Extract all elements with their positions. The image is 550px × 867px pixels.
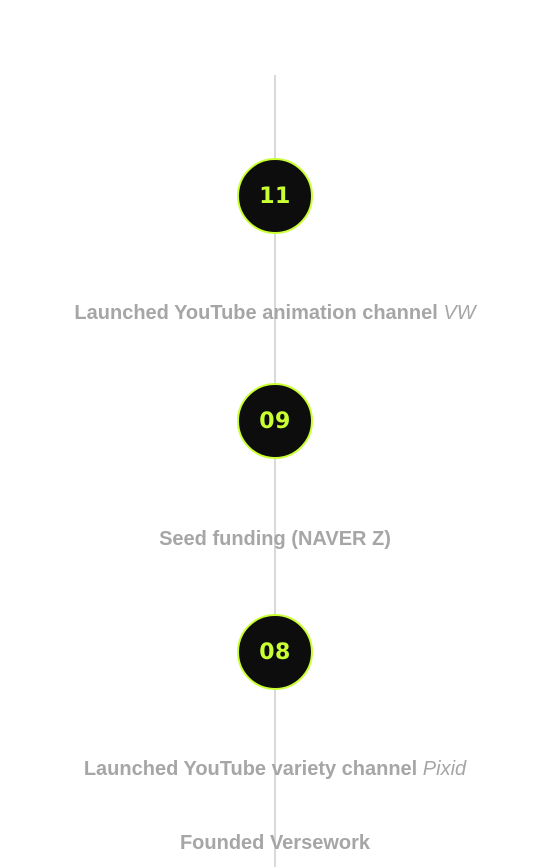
timeline-event: Launched YouTube variety channel Pixid xyxy=(0,758,550,781)
event-text: Seed funding (NAVER Z) xyxy=(159,528,391,550)
month-badge: 09 xyxy=(237,383,313,459)
event-text: Launched YouTube variety channel xyxy=(83,758,423,780)
event-text: Launched YouTube animation channel xyxy=(74,302,444,324)
timeline-event: Seed funding (NAVER Z) xyxy=(0,528,550,551)
month-badge: 11 xyxy=(237,158,313,234)
month-badge: 08 xyxy=(237,614,313,690)
event-text-italic: VW xyxy=(443,302,476,324)
timeline-event: Founded Versework xyxy=(0,832,550,855)
event-text: Founded Versework xyxy=(179,832,371,854)
timeline-event: Launched YouTube animation channel VW xyxy=(0,302,550,325)
event-text-italic: Pixid xyxy=(422,758,467,780)
timeline-line xyxy=(274,75,276,867)
